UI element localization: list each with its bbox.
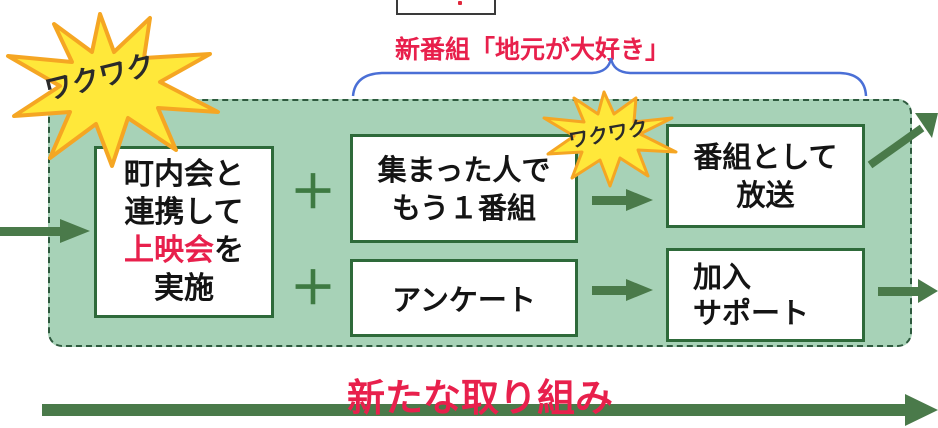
main-highlight: 上映会 <box>124 233 214 268</box>
plus-top: ＋ <box>290 165 336 219</box>
gather-line1: 集まった人で <box>377 152 551 187</box>
outgoing-arrow-top <box>867 113 938 169</box>
box-subscription-support: 加入 サポート <box>666 248 865 342</box>
brace <box>351 57 868 97</box>
main-line4: 実施 <box>154 271 214 306</box>
broadcast-line2: 放送 <box>736 178 795 212</box>
main-line3: 上映会を <box>124 232 244 270</box>
plus-bottom: ＋ <box>290 261 336 315</box>
excitement-burst-left <box>6 12 220 168</box>
program-title: 新番組「地元が大好き」 <box>395 35 671 64</box>
bottom-title: 新たな取り組み <box>346 376 613 420</box>
outgoing-arrow-bottom <box>878 279 938 303</box>
support-line1: 加入 <box>693 260 752 294</box>
support-line2: サポート <box>693 296 810 330</box>
excitement-burst-middle <box>542 90 678 188</box>
box-town-screening: 町内会と 連携して 上映会を 実施 <box>94 146 274 318</box>
gather-line2: もう１番組 <box>391 190 537 225</box>
incoming-arrow <box>0 219 90 243</box>
survey-label: アンケート <box>392 283 536 317</box>
main-line2: 連携して <box>124 195 244 230</box>
arrow-gather-to-broadcast <box>592 189 653 211</box>
main-suffix: を <box>214 233 244 268</box>
box-another-program: 集まった人で もう１番組 <box>350 134 578 243</box>
arrow-survey-to-support <box>592 279 653 301</box>
bottom-long-arrow <box>42 394 938 426</box>
broadcast-line1: 番組として <box>693 140 838 174</box>
red-mark <box>458 1 462 5</box>
main-line1: 町内会と <box>124 157 244 192</box>
box-survey: アンケート <box>350 259 578 337</box>
box-broadcast: 番組として 放送 <box>666 124 865 228</box>
top-partial-box <box>396 0 496 15</box>
